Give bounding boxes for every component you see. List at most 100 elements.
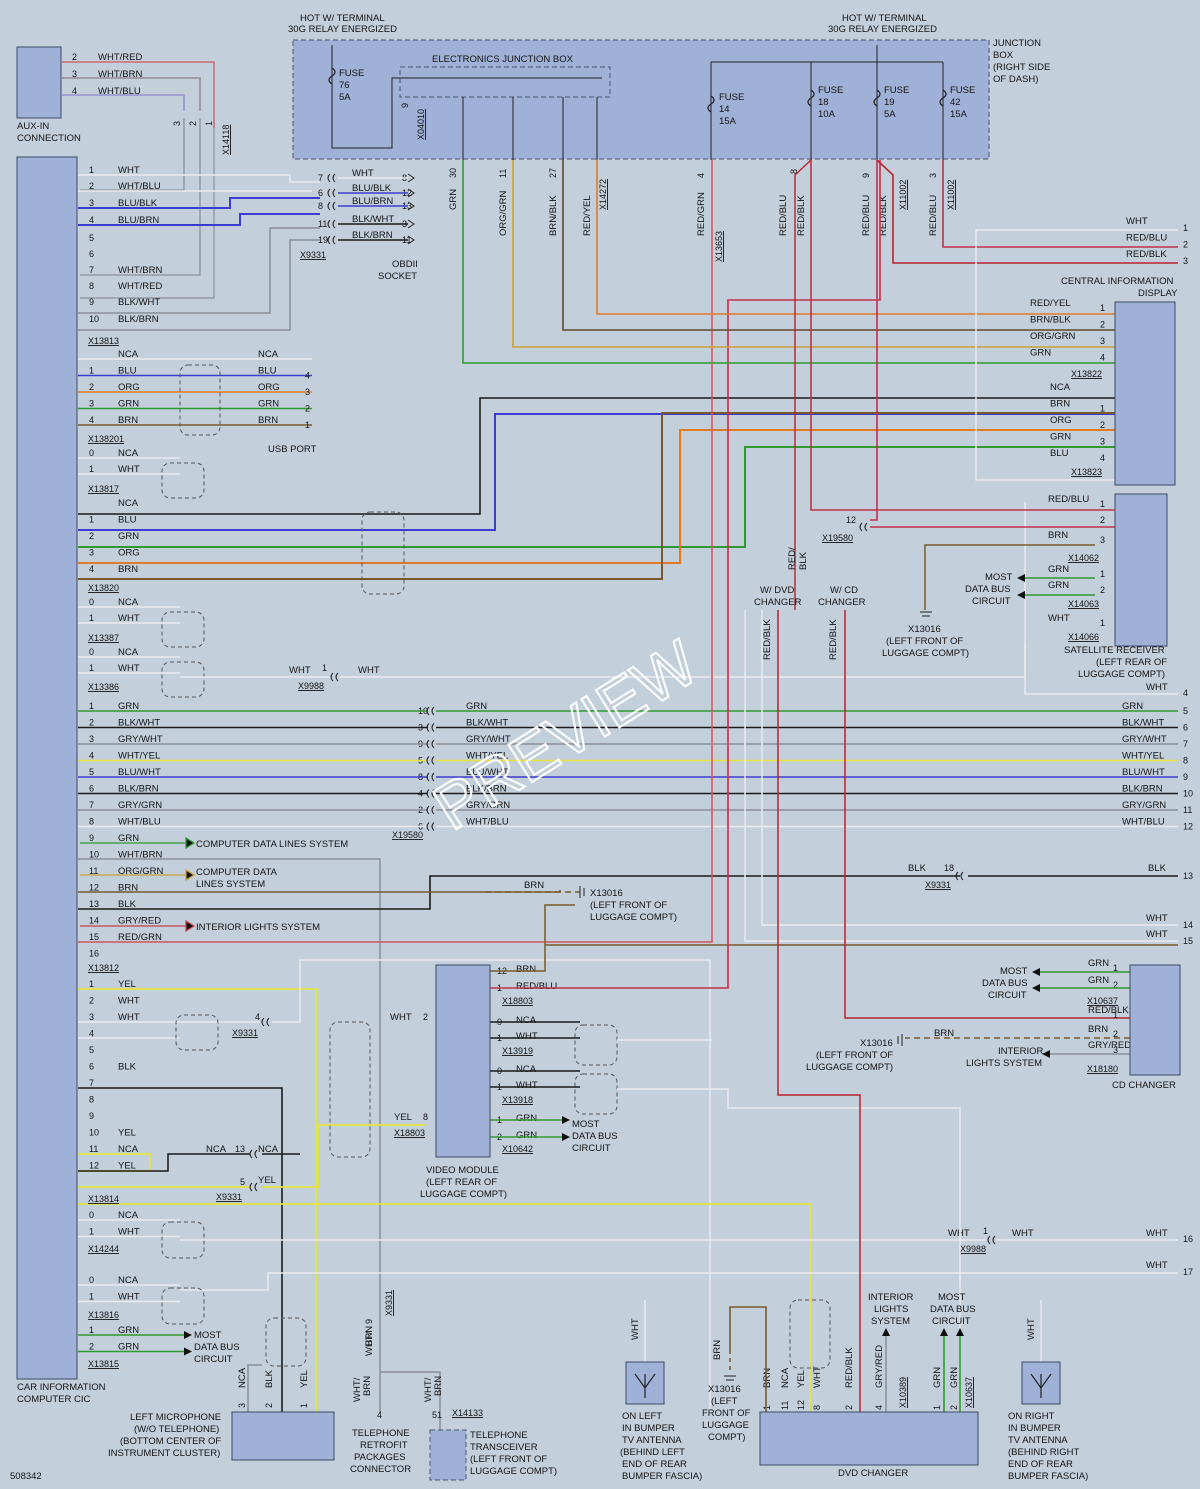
x13812-label: GRY/RED xyxy=(118,916,161,927)
header-right-2: 30G RELAY ENERGIZED xyxy=(828,24,937,35)
tel-retro-4: CONNECTOR xyxy=(350,1464,411,1475)
wht14-label: WHT xyxy=(1146,913,1168,924)
x19580-right-label: WHT/YEL xyxy=(1122,751,1164,762)
dvd-wire-label: GRN xyxy=(949,1367,960,1388)
sat-label: GRN xyxy=(1048,564,1069,575)
x13812-pin: 12 xyxy=(89,883,99,893)
x13814-yel-12 xyxy=(78,1124,425,1188)
dvd-wire-label: YEL xyxy=(796,1370,807,1388)
cid-x13823-label: GRN xyxy=(1050,432,1071,443)
mic-label-3: (BOTTOM CENTER OF xyxy=(120,1436,221,1447)
wht17-pin: 17 xyxy=(1183,1267,1193,1277)
sat-pin: 1 xyxy=(1100,499,1105,509)
cd-pin-label: GRY/RED xyxy=(1088,1040,1131,1051)
fuse-14-label: FUSE xyxy=(719,92,744,103)
jb-label-3: (RIGHT SIDE xyxy=(993,62,1050,73)
ant-right-label: END OF REAR xyxy=(1008,1459,1073,1470)
x19580-mid-label: WHT/BLU xyxy=(466,817,509,828)
cd-pin: 1 xyxy=(1113,1010,1118,1020)
ground-icon xyxy=(920,611,932,617)
x9331-label-tel: X9331 xyxy=(384,1290,394,1316)
mic-label-4: INSTRUMENT CLUSTER) xyxy=(108,1448,220,1459)
cd-changer-box xyxy=(1129,964,1181,1076)
fuse-18-icon xyxy=(807,89,815,107)
x13813-pin: 8 xyxy=(89,281,94,291)
x19580-pin: 2 xyxy=(89,718,94,728)
cid-x13822-label: GRN xyxy=(1030,348,1051,359)
cid-label-1: CENTRAL INFORMATION xyxy=(1061,276,1174,287)
cd-opt-2: CHANGER xyxy=(818,597,866,608)
x9988-label-a: X9988 xyxy=(298,681,324,691)
fuse-14-amp: 15A xyxy=(719,116,737,127)
x9988-pin: 1 xyxy=(322,663,327,673)
video-wire-label: GRN xyxy=(516,1113,537,1124)
video-nca2 xyxy=(490,1070,580,1088)
x14244-pin: 1 xyxy=(89,1227,94,1237)
sat-label-1: SATELLITE RECEIVER xyxy=(1064,645,1165,656)
x13814-pin: 2 xyxy=(89,996,94,1006)
x19580-mid-label: BLK/WHT xyxy=(466,718,508,729)
cd-pin: 2 xyxy=(1113,1029,1118,1039)
header-left-1: HOT W/ TERMINAL xyxy=(300,13,385,24)
x19580-b-w1: RED/ xyxy=(787,547,798,570)
x13918-label: X13918 xyxy=(502,1095,533,1105)
x13820-pin: 1 xyxy=(89,515,94,525)
obd-left-pin: 8 xyxy=(318,201,323,211)
video-most-3: CIRCUIT xyxy=(572,1143,611,1154)
tel-pin9: 9 xyxy=(364,1319,374,1324)
arrow-icon xyxy=(562,1116,570,1141)
junction-box xyxy=(292,39,990,160)
mic-pin: 3 xyxy=(237,1403,247,1408)
x13820-wire-blu xyxy=(78,413,1115,531)
x13812-pin: 9 xyxy=(89,833,94,843)
x13813-pin: 2 xyxy=(89,181,94,191)
x13814-pin: 4 xyxy=(89,1029,94,1039)
x13813-wire-9 xyxy=(78,227,320,314)
ant-left-label: IN BUMPER xyxy=(622,1423,675,1434)
x13820-label: BRN xyxy=(118,564,138,575)
x13815-label: X13815 xyxy=(88,1359,119,1369)
x13817-label: X13817 xyxy=(88,484,119,494)
connector-icon xyxy=(249,1149,258,1159)
x13820-pin: 4 xyxy=(89,564,94,574)
cd-most-1: MOST xyxy=(1000,966,1028,977)
cd-ils-1: INTERIOR xyxy=(998,1046,1044,1057)
tel-w1b: WHT/ xyxy=(352,1377,363,1402)
x13813-wire-10 xyxy=(78,239,320,331)
note-cdls: COMPUTER DATA LINES SYSTEM xyxy=(196,839,348,850)
x19580-right-label: GRY/WHT xyxy=(1122,734,1167,745)
ant-right-wht: WHT xyxy=(1026,1318,1037,1340)
x10642-label: X10642 xyxy=(502,1144,533,1154)
x13814-nca xyxy=(78,1153,300,1172)
dvd-pin: 1 xyxy=(932,1405,942,1410)
tel-w1: WHT/ xyxy=(364,1331,375,1356)
connector-icon xyxy=(426,739,435,749)
ant-right-label: ON RIGHT xyxy=(1008,1411,1055,1422)
tel-trans-3: (LEFT FRONT OF xyxy=(470,1454,547,1465)
fuse-18-num: 18 xyxy=(818,97,829,108)
x19580-pin: 5 xyxy=(89,767,94,777)
cd-most-2: DATA BUS xyxy=(982,978,1028,989)
sat-pin: 3 xyxy=(1100,535,1105,545)
x9331-blk-pin: 18 xyxy=(944,863,954,873)
jb-wire-redblu: RED/BLU xyxy=(778,195,789,236)
cid-x13823-pin: 1 xyxy=(1100,404,1105,414)
x19580-pin: 1 xyxy=(89,701,94,711)
cid-x13822-pin: 4 xyxy=(1100,353,1105,363)
x9331-label-c: X9331 xyxy=(216,1192,242,1202)
dvd-most-2: DATA BUS xyxy=(930,1304,976,1315)
x19580-mid-label: GRN xyxy=(466,701,487,712)
x19580-right-label: BLU/WHT xyxy=(1122,767,1165,778)
x19580-pin: 3 xyxy=(89,734,94,744)
cid-x13822-label: RED/YEL xyxy=(1030,298,1071,309)
connector-icon xyxy=(955,871,964,881)
sat-most-3: CIRCUIT xyxy=(972,596,1011,607)
cd-most-3: CIRCUIT xyxy=(988,990,1027,1001)
jb-wht xyxy=(975,229,1178,481)
cid-top-pin: 2 xyxy=(1183,240,1188,250)
dvd-most-3: CIRCUIT xyxy=(932,1316,971,1327)
obd-wire-label: BLK/WHT xyxy=(352,214,394,225)
video-wire-label: BRN xyxy=(516,964,536,975)
x13813-label: WHT xyxy=(118,165,140,176)
x19580-pin: 4 xyxy=(89,751,94,761)
